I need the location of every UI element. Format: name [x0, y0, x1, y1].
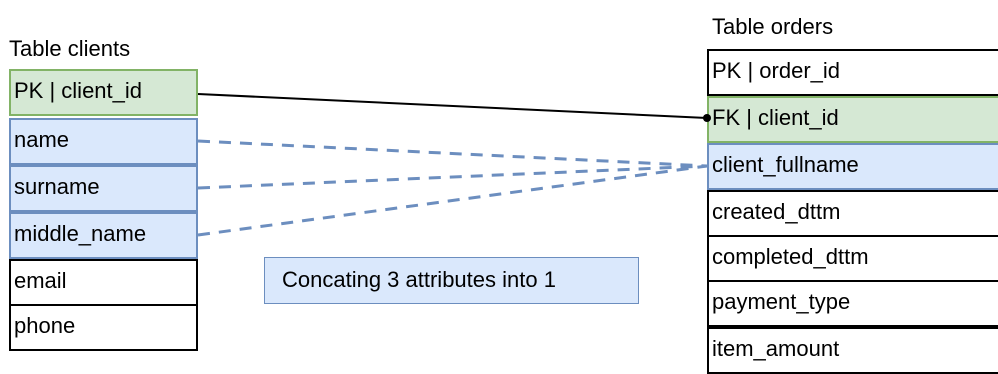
foreign-key-connector[interactable] [197, 93, 708, 119]
middle-name-concat-connector[interactable] [197, 164, 708, 237]
name-concat-connector[interactable] [197, 139, 708, 168]
orders-row-completed-dttm[interactable]: completed_dttm [707, 235, 998, 282]
clients-row-email[interactable]: email [9, 259, 198, 306]
orders-row-order-id[interactable]: PK | order_id [707, 49, 998, 96]
orders-table-title: Table orders [712, 14, 834, 39]
clients-row-name[interactable]: name [9, 118, 198, 165]
clients-table-title: Table clients [9, 36, 131, 61]
connector-endpoint-dot [703, 114, 711, 122]
clients-row-client-id[interactable]: PK | client_id [9, 69, 198, 116]
orders-row-payment-type[interactable]: payment_type [707, 280, 998, 327]
clients-row-phone[interactable]: phone [9, 304, 198, 351]
clients-row-middle-name[interactable]: middle_name [9, 212, 198, 259]
concat-note: Concating 3 attributes into 1 [264, 257, 639, 304]
surname-concat-connector[interactable] [197, 164, 708, 190]
clients-row-surname[interactable]: surname [9, 165, 198, 212]
orders-row-client-id[interactable]: FK | client_id [707, 96, 998, 143]
orders-row-client-fullname[interactable]: client_fullname [707, 143, 998, 190]
